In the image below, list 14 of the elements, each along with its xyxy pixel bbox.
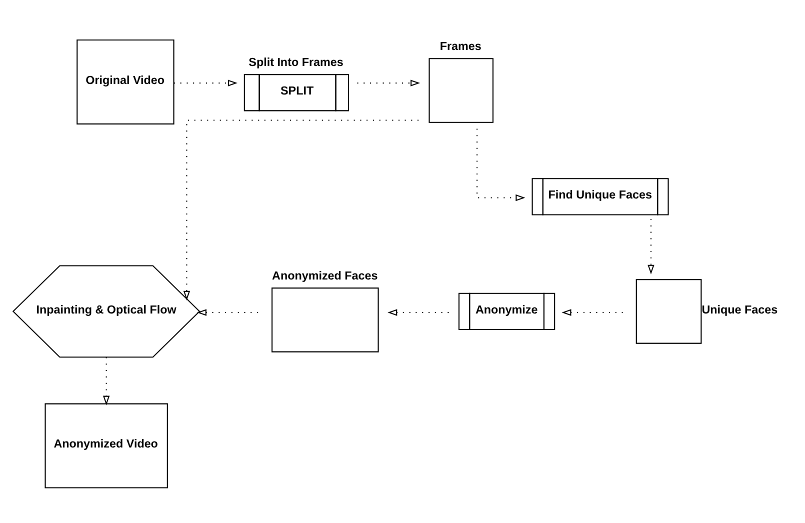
node-label: Frames (440, 40, 482, 53)
node-box: Anonymized Video (44, 403, 168, 488)
node-box: Original Video (76, 40, 174, 124)
node-label: Split Into Frames (248, 56, 344, 69)
arrow (648, 219, 654, 274)
arrow (174, 80, 238, 86)
arrow (183, 120, 419, 300)
arrow (562, 309, 625, 316)
node-label: Anonymized Faces (272, 269, 378, 282)
arrow (102, 357, 110, 406)
node-label: Unique Faces (702, 303, 778, 316)
arrow (388, 309, 450, 316)
arrow (357, 80, 420, 86)
arrow (476, 128, 526, 202)
